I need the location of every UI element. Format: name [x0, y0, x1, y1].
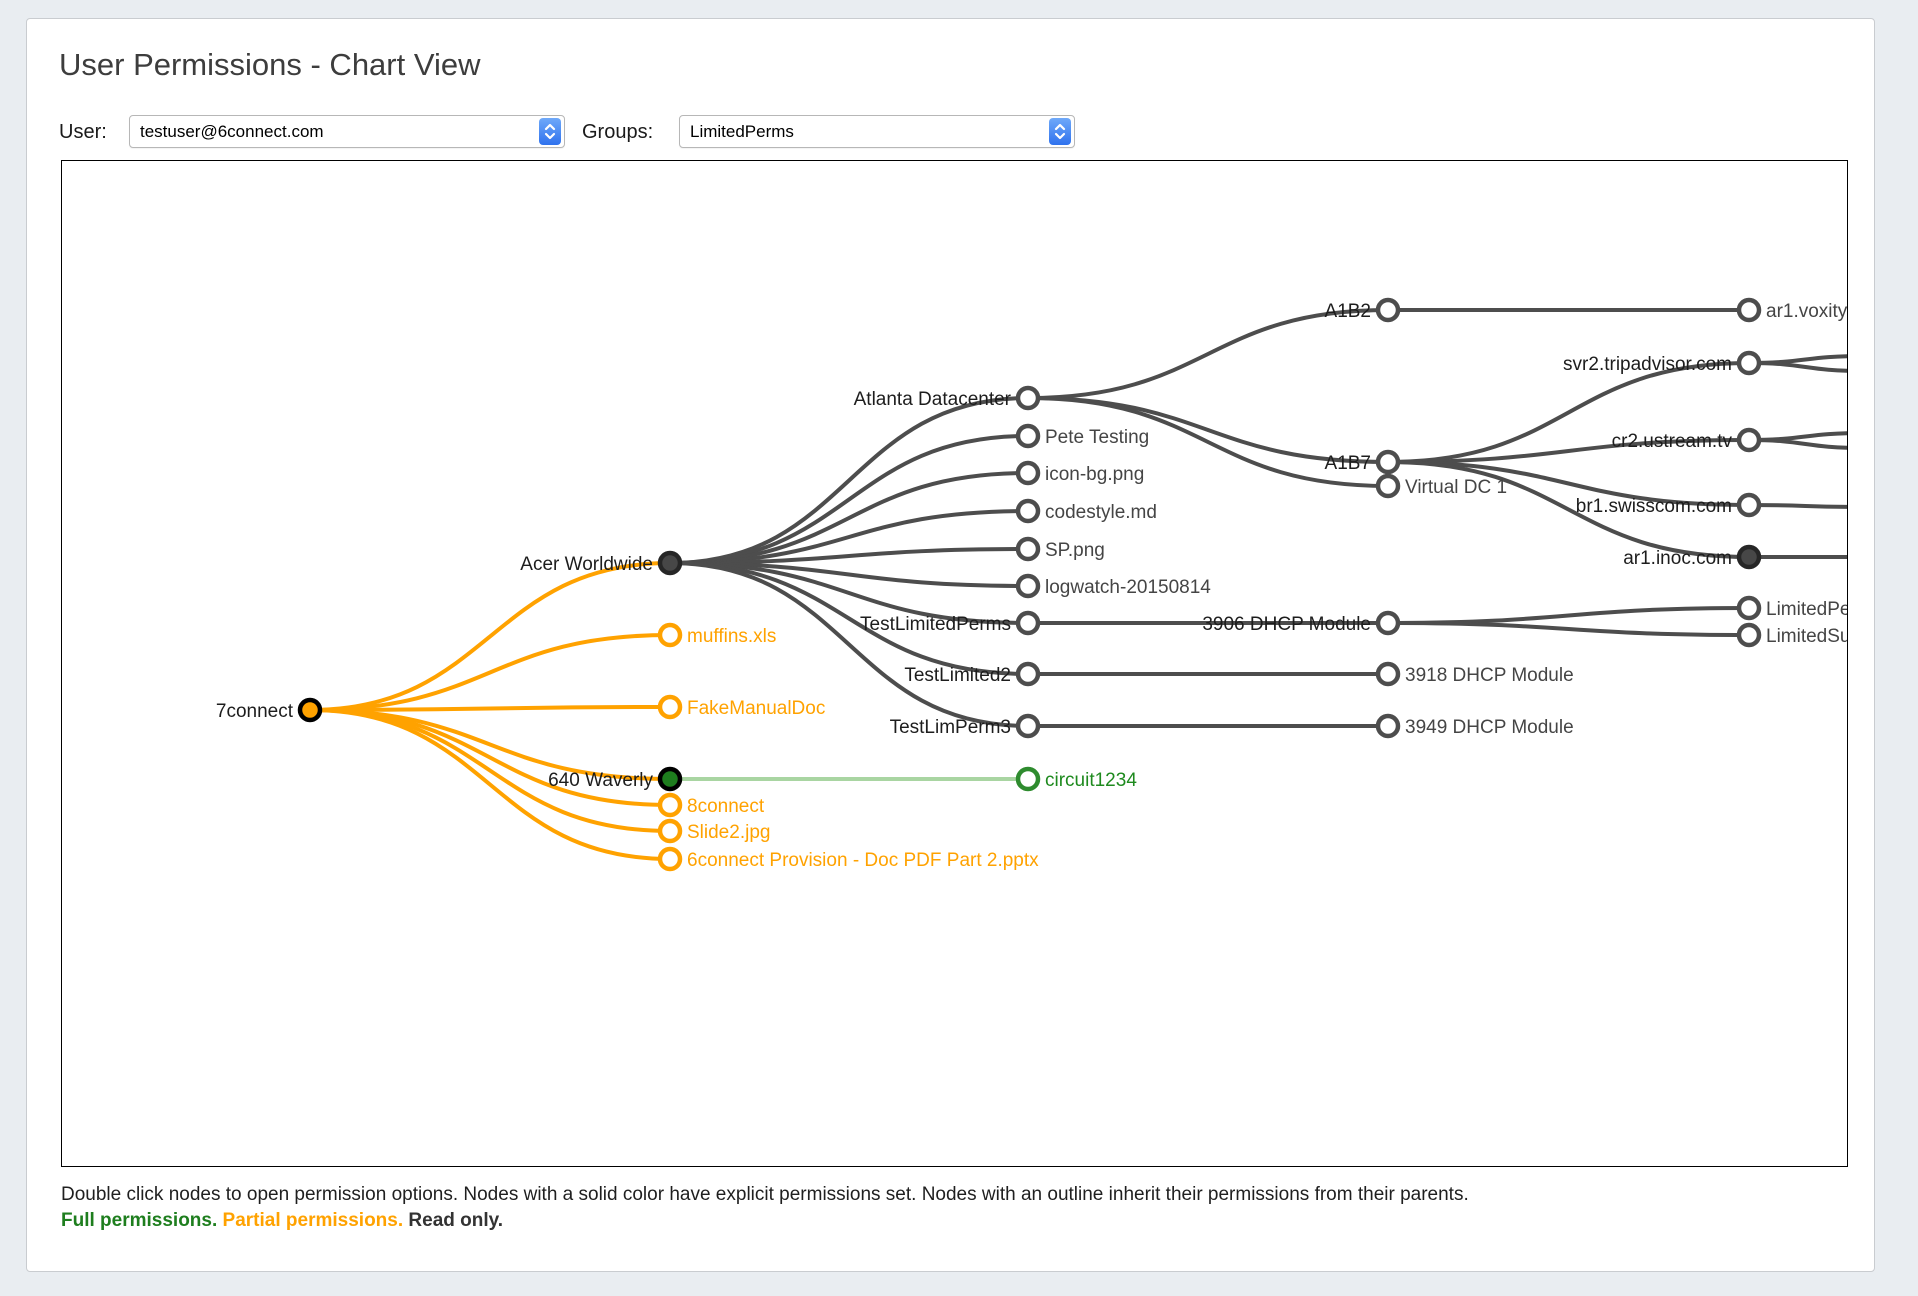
legend-partial-permissions: Partial permissions. — [222, 1210, 404, 1231]
tree-label-tl2: TestLimited2 — [904, 665, 1011, 686]
tree-link — [309, 633, 671, 712]
tree-link — [309, 708, 671, 861]
tree-node-inoc[interactable] — [1736, 544, 1762, 570]
tree-node-tlp[interactable] — [1015, 610, 1041, 636]
tree-node-icon[interactable] — [1015, 460, 1041, 486]
tree-node-lims[interactable] — [1736, 622, 1762, 648]
tree-label-prov: 6connect Provision - Doc PDF Part 2.pptx — [687, 850, 1039, 871]
tree-label-cr2: cr2.ustream.tv — [1612, 431, 1733, 452]
tree-node-tl2[interactable] — [1015, 661, 1041, 687]
page-title: User Permissions - Chart View — [59, 47, 481, 82]
tree-label-w640: 640 Waverly — [548, 770, 653, 791]
user-select[interactable]: testuser@6connect.com — [129, 115, 565, 148]
tree-node-limp[interactable] — [1736, 595, 1762, 621]
tree-node-n7[interactable] — [297, 697, 323, 723]
user-label: User: — [59, 121, 107, 143]
tree-link — [1387, 460, 1750, 507]
tree-node-atl[interactable] — [1015, 385, 1041, 411]
tree-label-voxity: ar1.voxity — [1766, 301, 1847, 322]
tree-link — [1387, 460, 1750, 559]
tree-node-sp[interactable] — [1015, 536, 1041, 562]
tree-label-muffins: muffins.xls — [687, 626, 776, 647]
tree-label-slide: Slide2.jpg — [687, 822, 770, 843]
tree-label-atl: Atlanta Datacenter — [854, 389, 1012, 410]
legend-full-permissions: Full permissions. — [61, 1210, 218, 1231]
legend-line: Full permissions. Partial permissions. R… — [61, 1208, 1821, 1234]
tree-link-offscreen — [1748, 503, 1847, 509]
tree-node-vdc1[interactable] — [1375, 473, 1401, 499]
main-panel: User Permissions - Chart View User: test… — [26, 18, 1875, 1272]
tree-label-inoc: ar1.inoc.com — [1623, 548, 1732, 569]
tree-node-cr2[interactable] — [1736, 427, 1762, 453]
tree-node-voxity[interactable] — [1736, 297, 1762, 323]
tree-label-svr2: svr2.tripadvisor.com — [1563, 354, 1732, 375]
tree-node-muffins[interactable] — [657, 622, 683, 648]
instructions-line: Double click nodes to open permission op… — [61, 1184, 1469, 1205]
tree-label-limp: LimitedPe — [1766, 599, 1847, 620]
tree-node-w640[interactable] — [657, 766, 683, 792]
tree-link — [669, 434, 1029, 565]
groups-select[interactable]: LimitedPerms — [679, 115, 1075, 148]
tree-label-n7: 7connect — [216, 701, 294, 722]
tree-label-circuit: circuit1234 — [1045, 770, 1137, 791]
tree-node-acer[interactable] — [657, 550, 683, 576]
groups-select-value: LimitedPerms — [690, 121, 794, 141]
tree-label-vdc1: Virtual DC 1 — [1405, 477, 1507, 498]
tree-node-m3918[interactable] — [1375, 661, 1401, 687]
tree-node-svr2[interactable] — [1736, 350, 1762, 376]
select-updown-icon — [539, 118, 561, 145]
permissions-tree-canvas: 7connect Acer Worldwide muffins.xlsFakeMan… — [216, 297, 1847, 872]
tree-node-tlp3[interactable] — [1015, 713, 1041, 739]
tree-link — [669, 561, 1029, 625]
tree-node-code[interactable] — [1015, 498, 1041, 524]
tree-label-tlp: TestLimitedPerms — [860, 614, 1011, 635]
tree-node-c8[interactable] — [657, 792, 683, 818]
user-select-value: testuser@6connect.com — [140, 121, 324, 141]
chart-help-text: Double click nodes to open permission op… — [61, 1182, 1821, 1234]
tree-link — [309, 705, 671, 712]
tree-node-log[interactable] — [1015, 573, 1041, 599]
tree-link — [1027, 396, 1389, 488]
tree-node-fake[interactable] — [657, 694, 683, 720]
tree-node-m3906[interactable] — [1375, 610, 1401, 636]
tree-link — [309, 561, 671, 712]
tree-label-fake: FakeManualDoc — [687, 698, 825, 719]
tree-node-circuit[interactable] — [1015, 766, 1041, 792]
tree-label-m3949: 3949 DHCP Module — [1405, 717, 1574, 738]
tree-node-prov[interactable] — [657, 846, 683, 872]
tree-label-m3906: 3906 DHCP Module — [1202, 614, 1371, 635]
tree-label-lims: LimitedSu — [1766, 626, 1847, 647]
tree-label-acer: Acer Worldwide — [520, 554, 653, 575]
tree-label-m3918: 3918 DHCP Module — [1405, 665, 1574, 686]
tree-link — [1387, 621, 1750, 637]
tree-link-offscreen — [1748, 361, 1847, 373]
groups-label: Groups: — [582, 121, 654, 143]
tree-label-br1: br1.swisscom.com — [1576, 496, 1732, 517]
tree-label-a1b2: A1B2 — [1325, 301, 1371, 322]
tree-link — [1387, 438, 1750, 464]
tree-label-c8: 8connect — [687, 796, 765, 817]
tree-link — [669, 561, 1029, 676]
tree-label-pete: Pete Testing — [1045, 427, 1149, 448]
tree-label-log: logwatch-20150814 — [1045, 577, 1211, 598]
tree-node-a1b7[interactable] — [1375, 449, 1401, 475]
tree-label-tlp3: TestLimPerm3 — [890, 717, 1011, 738]
tree-label-icon: icon-bg.png — [1045, 464, 1144, 485]
select-updown-icon — [1049, 118, 1071, 145]
tree-label-sp: SP.png — [1045, 540, 1105, 561]
tree-label-a1b7: A1B7 — [1325, 453, 1371, 474]
tree-node-a1b2[interactable] — [1375, 297, 1401, 323]
tree-link — [1387, 606, 1750, 625]
tree-label-code: codestyle.md — [1045, 502, 1157, 523]
legend-read-only: Read only. — [408, 1210, 504, 1231]
tree-node-br1[interactable] — [1736, 492, 1762, 518]
tree-link-offscreen — [1748, 438, 1847, 450]
tree-node-slide[interactable] — [657, 818, 683, 844]
tree-node-m3949[interactable] — [1375, 713, 1401, 739]
tree-link — [669, 561, 1029, 728]
tree-link — [1027, 308, 1389, 400]
tree-link — [1387, 361, 1750, 464]
tree-node-pete[interactable] — [1015, 423, 1041, 449]
